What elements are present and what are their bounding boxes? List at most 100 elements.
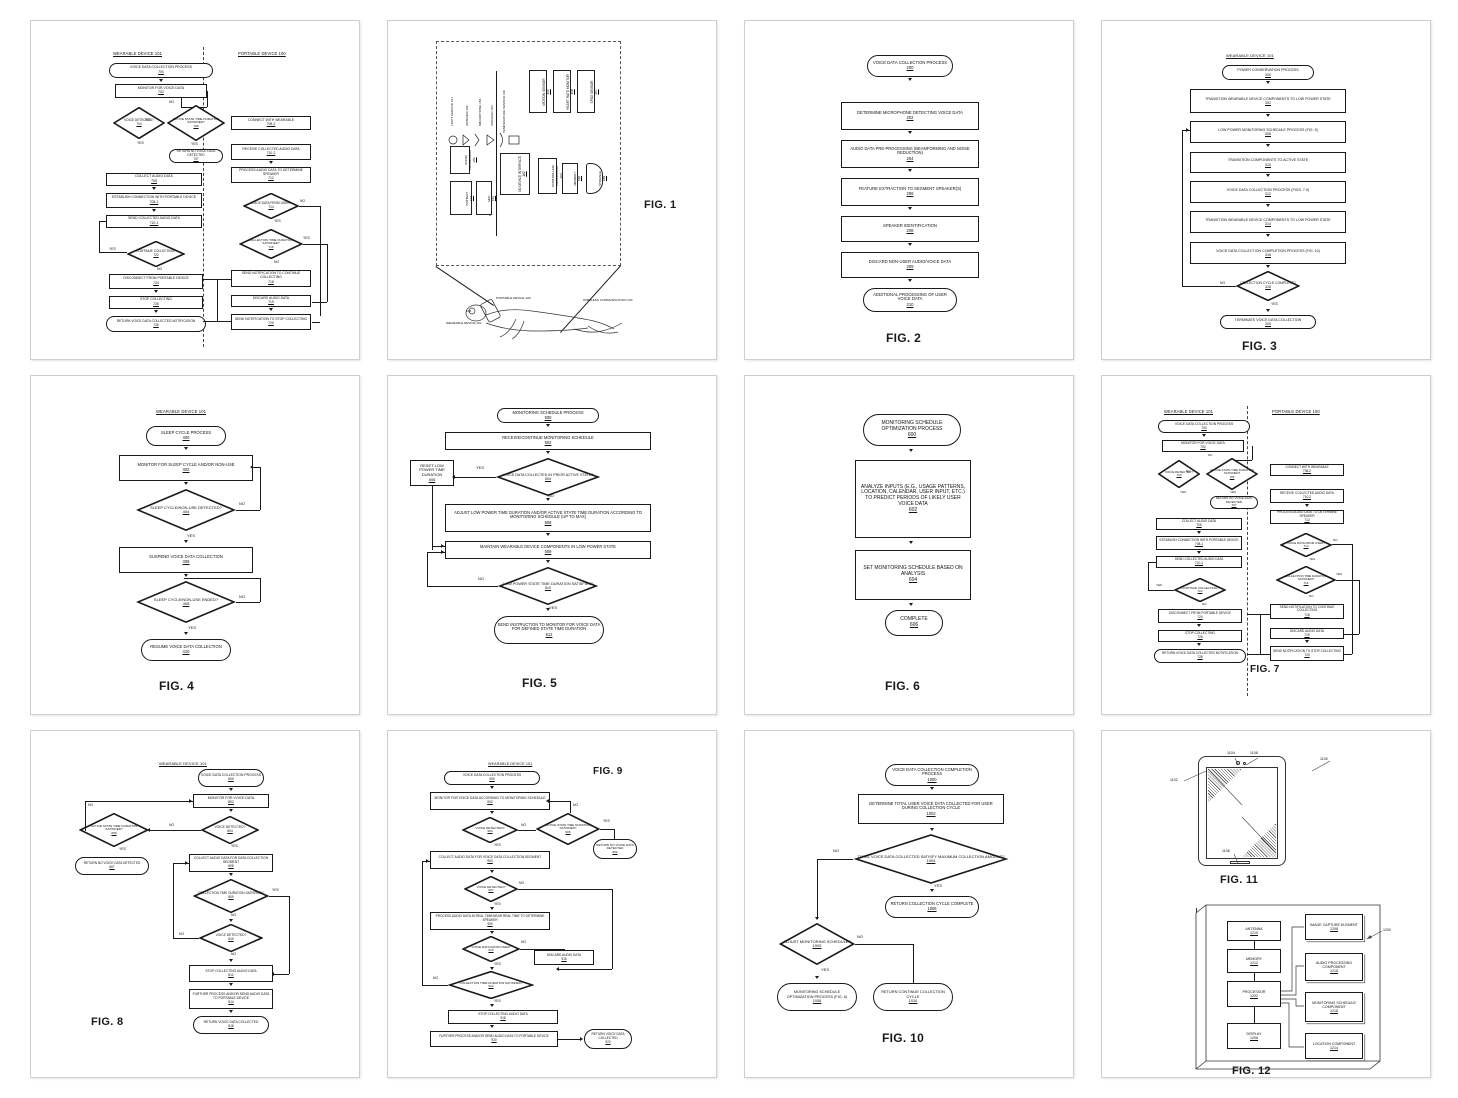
node-monitoring-schedule-optimization: MONITORING SCHEDULE OPTIMIZATION PROCESS… xyxy=(863,414,961,446)
figure-header: WEARABLE DEVICE 101 xyxy=(1226,53,1274,58)
decision-label: TOTAL VOICE DATA COLLECTED SATISFY MAXIM… xyxy=(854,854,1009,864)
connector xyxy=(1254,941,1255,949)
connector xyxy=(99,252,127,253)
connector xyxy=(1148,562,1149,590)
figure-header: WEARABLE DEVICE 101 xyxy=(488,762,533,766)
node-text: VOICE DATA FROM USER? xyxy=(1286,540,1326,545)
node-text: COLLECTION TIME DURATION SATISFIED? xyxy=(248,237,294,246)
node-ref: 719 xyxy=(268,300,274,305)
node-text: ESTABLISH CONNECTION WITH PORTABLE DEVIC… xyxy=(111,195,197,200)
node-ref: 316 xyxy=(1265,253,1271,258)
node-ref: 702 xyxy=(1200,445,1206,450)
block-ref: 1218 xyxy=(1330,1009,1338,1014)
figure-label: FIG. 8 xyxy=(91,1016,124,1028)
node-discard-non-user: DISCARD NON-USER AUDIO/VOICE DATA 209 xyxy=(841,252,979,278)
decision-total-voice-max: TOTAL VOICE DATA COLLECTED SATISFY MAXIM… xyxy=(853,834,1009,884)
connector xyxy=(181,98,182,107)
block-label: AUDIO PROCESSING COMPONENT xyxy=(1315,960,1353,969)
block-ref: 1202 xyxy=(1250,994,1258,999)
edge-label-yes: YES xyxy=(231,844,238,848)
connector xyxy=(1148,562,1156,563)
node-text: DISCARD NON-USER AUDIO/VOICE DATA xyxy=(868,259,952,264)
edge-label-no: NO xyxy=(145,118,151,122)
component-label-antenna: ANTENNA 152 xyxy=(465,105,469,126)
node-text: SEND NOTIFICATION TO CONTINUE COLLECTING xyxy=(1279,604,1335,613)
figure-label: FIG. 7 xyxy=(1250,664,1280,675)
diamond-shape xyxy=(779,923,855,965)
node-ref: 707 xyxy=(1231,503,1237,508)
arrow-icon xyxy=(184,540,188,543)
node-text: ADDITIONAL PROCESSING OF USER VOICE DATA xyxy=(873,291,947,302)
node-text: PROCESS AUDIO DATA IN REAL TIME/NEAR REA… xyxy=(435,914,545,922)
edge-label-no: NO xyxy=(1220,281,1226,285)
edge-label-no: NO xyxy=(1333,538,1338,542)
arrow-icon xyxy=(908,279,912,282)
node-text: RETURN NO VOICE DATA DETECTED xyxy=(176,149,216,157)
decision-voice-data-from-user: VOICE DATA FROM USER? 714 xyxy=(243,193,299,219)
node-text: CONTINUE COLLECTING? xyxy=(1181,585,1219,590)
node-collect-audio-data: COLLECT AUDIO DATA 705 xyxy=(106,173,202,186)
node-ref: 810 xyxy=(228,937,234,941)
decision-voice-detected: VOICE DETECTED? 904 xyxy=(462,817,518,843)
component-label-temperature-sensor: TEMPERATURE SENSOR 160 xyxy=(502,89,506,133)
decision-collection-time-duration: COLLECTION TIME DURATION SATISFIED? 716 xyxy=(239,229,303,259)
connector xyxy=(432,546,445,547)
node-discard-audio-data: DISCARD AUDIO DATA 719 xyxy=(1270,628,1344,639)
node-text: SLEEP CYCLE PROCESS xyxy=(160,430,212,435)
node-text: SUSPEND VOICE DATA COLLECTION xyxy=(149,554,223,559)
block-label: ANTENNA xyxy=(1245,926,1263,931)
node-stop-collecting-audio: STOP COLLECTING AUDIO DATA 918 xyxy=(448,1010,558,1024)
connector xyxy=(269,896,289,897)
figure-label: FIG. 9 xyxy=(593,766,623,777)
block-processor: PROCESSOR 1202 xyxy=(1227,981,1281,1007)
connector xyxy=(454,477,496,478)
arrow-icon xyxy=(1266,174,1270,177)
node-ref: 708-2 xyxy=(266,122,276,127)
edge-label-no: NO xyxy=(157,267,163,271)
node-text: MONITORING SCHEDULE OPTIMIZATION PROCESS… xyxy=(786,990,848,999)
node-process-audio-speaker: PROCESS AUDIO DATA TO DETERMINE SPEAKER … xyxy=(1270,510,1344,524)
fig1-stage: FIG. 1 LIGHT SENSOR 161 ANTENNA 152 MICR… xyxy=(388,21,716,359)
edge-label-yes: YES xyxy=(119,847,126,851)
block-ref: 1210 xyxy=(1250,931,1258,936)
node-ref: 909 xyxy=(487,922,493,927)
decision-label: LOW POWER STATE TIME DURATION SATISFIES?… xyxy=(499,582,597,590)
edge-label-no: NO xyxy=(433,976,439,980)
decision-label: ADJUST MONITORING SCHEDULE? 1005 xyxy=(779,938,855,949)
node-return-no-voice: RETURN NO VOICE DATA DETECTED 807 xyxy=(75,857,149,875)
node-text: RETURN NO VOICE DATA DETECTED xyxy=(596,842,634,850)
edge-label-yes: YES xyxy=(303,236,310,240)
node-text: MONITOR FOR VOICE DATA xyxy=(1181,441,1225,446)
arrow-icon xyxy=(1186,128,1189,132)
connector xyxy=(312,302,327,303)
node-stop-collecting-audio: STOP COLLECTING AUDIO DATA 812 xyxy=(189,965,273,982)
decision-collection-time-duration: COLLECTION TIME DURATION SATISFIED? 716 xyxy=(1276,566,1336,594)
block-location-component: LOCATION COMPONENT 1214 xyxy=(1305,1033,1363,1059)
node-receive-collected-audio: RECEIVE COLLECTED AUDIO DATA 710-2 xyxy=(231,144,311,160)
node-transition-low-power-1: TRANSITION WEARABLE DEVICE COMPONENTS TO… xyxy=(1190,89,1346,113)
node-ref: 902 xyxy=(612,850,618,855)
node-ref: 807 xyxy=(109,865,115,870)
figure-label: FIG. 1 xyxy=(644,199,677,211)
node-text: ADJUST MONITORING SCHEDULE? xyxy=(783,938,851,944)
connector xyxy=(422,861,423,985)
arrow-icon xyxy=(490,1025,494,1028)
decision-label: VOICE DETECTED? 704 xyxy=(120,119,158,126)
callout-leader xyxy=(1366,930,1383,940)
node-send-notification-stop: SEND NOTIFICATION TO STOP COLLECTING 720 xyxy=(1270,646,1344,661)
arrow-icon xyxy=(184,447,188,450)
callout-108: 108 xyxy=(466,309,472,313)
arrow-icon xyxy=(452,475,455,479)
node-ref: 916 xyxy=(561,956,567,961)
figure-page-2: FIG. 1 LIGHT SENSOR 161 ANTENNA 152 MICR… xyxy=(387,20,717,360)
diamond-shape xyxy=(127,241,185,267)
node-text: VOICE DATA COLLECTION COMPLETION PROCESS xyxy=(892,766,972,777)
arrow-icon xyxy=(250,465,253,469)
edge-label-yes: YES xyxy=(187,533,196,538)
arrow-icon xyxy=(908,78,912,81)
connector xyxy=(289,896,290,974)
decision-label: CONTINUE COLLECTING? 722 xyxy=(132,250,180,257)
